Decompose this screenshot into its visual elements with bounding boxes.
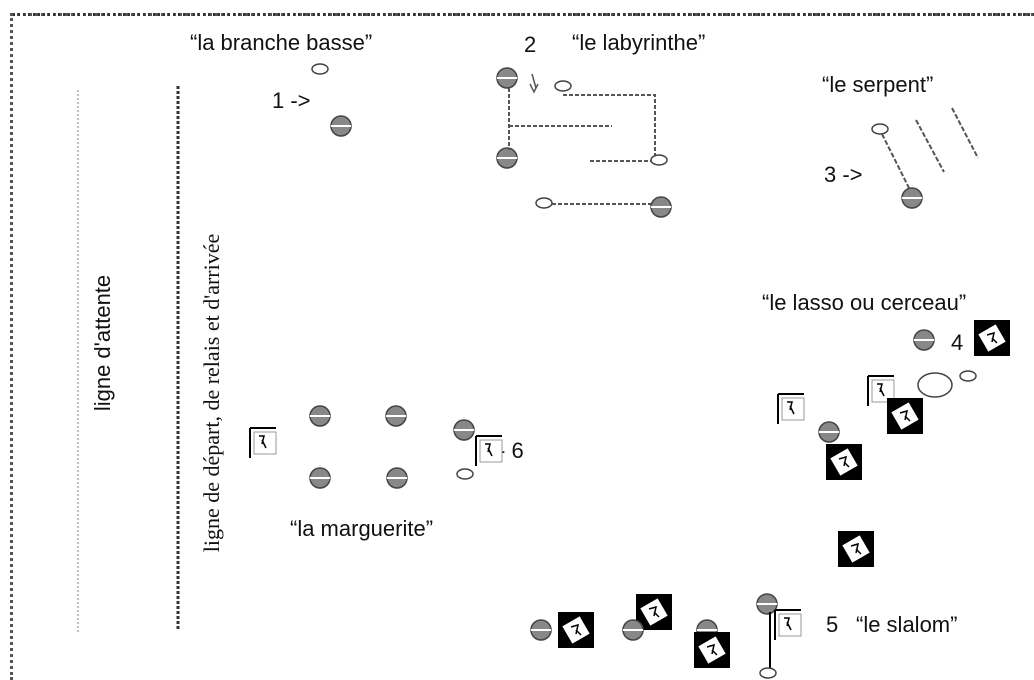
station-daisy-title: “la marguerite” bbox=[290, 516, 434, 541]
station-branch-title: “la branche basse” bbox=[190, 30, 373, 55]
station-lasso-title: “le lasso ou cerceau” bbox=[762, 290, 967, 315]
station-snake-title: “le serpent” bbox=[822, 72, 934, 97]
station-snake-number: 3 -> bbox=[824, 162, 863, 187]
lasso-course bbox=[777, 319, 1011, 568]
labyrinth-course bbox=[496, 67, 672, 218]
page-frame bbox=[10, 13, 1034, 680]
branch-cone bbox=[330, 115, 352, 137]
station-branch-number: 1 -> bbox=[272, 88, 311, 113]
station-slalom-number: 5 bbox=[826, 612, 839, 637]
station-labyrinth-title: “le labyrinthe” bbox=[572, 30, 706, 55]
station-lasso-number: 4 bbox=[951, 330, 964, 355]
station-labyrinth-number: 2 bbox=[524, 32, 537, 57]
daisy-course bbox=[249, 405, 503, 489]
snake-course bbox=[871, 107, 979, 209]
branch-ring bbox=[311, 63, 329, 75]
station-slalom-title: “le slalom” bbox=[856, 612, 958, 637]
slalom-course bbox=[530, 593, 802, 679]
